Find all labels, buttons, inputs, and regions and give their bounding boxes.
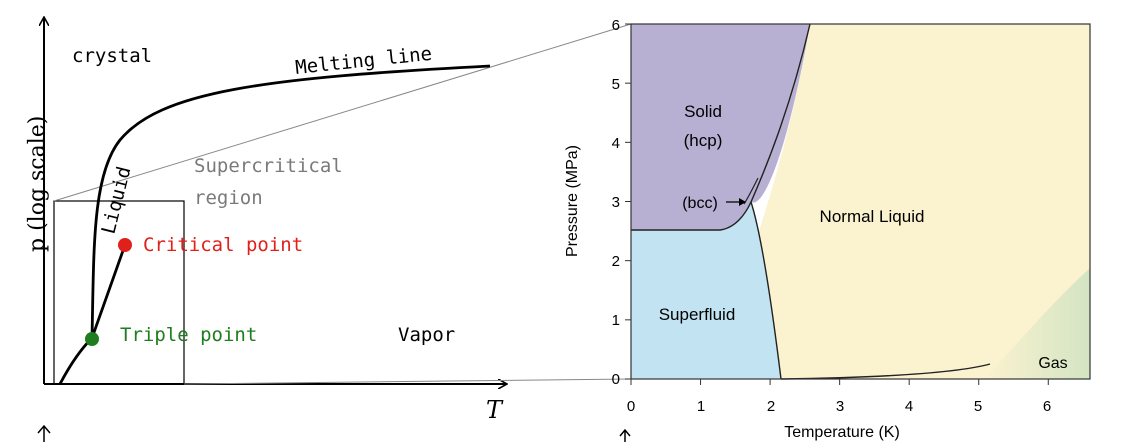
vapor-label: Vapor xyxy=(398,324,455,346)
lambda-line xyxy=(750,201,782,380)
critical-point-label: Critical point xyxy=(143,234,303,256)
gas-label: Gas xyxy=(1038,355,1067,372)
y-tick-label: 4 xyxy=(612,135,620,152)
y-tick-label: 5 xyxy=(612,76,620,93)
x-tick-label: 1 xyxy=(697,398,705,415)
normal-liquid-region xyxy=(758,24,1090,379)
superfluid-region xyxy=(631,202,781,379)
y-tick-label: 6 xyxy=(612,17,620,34)
x-tick-label: 4 xyxy=(905,398,913,415)
bottom-arrow-tip-right xyxy=(619,428,631,442)
gas-overlay xyxy=(985,268,1090,379)
zoom-connector-top xyxy=(53,23,632,202)
y-axis-label: p (log scale) xyxy=(25,116,50,252)
x-tick-label: 2 xyxy=(767,398,775,415)
y-tick-label: 1 xyxy=(612,312,620,329)
helium-phase-diagram: 0 1 2 3 4 5 6 0 1 2 3 4 5 6 Pressure (MP… xyxy=(564,17,1091,441)
bottom-arrow-tip-left xyxy=(37,424,51,442)
x-tick-label: 3 xyxy=(836,398,844,415)
x-tick-marks xyxy=(630,379,1049,385)
x-axis-label: Temperature (K) xyxy=(784,424,900,441)
solid-label: Solid xyxy=(684,102,722,121)
x-tick-label: 6 xyxy=(1043,398,1051,415)
zoom-connector-bottom xyxy=(183,378,632,385)
solid-hcp-region xyxy=(631,24,810,230)
y-tick-marks xyxy=(625,23,631,380)
normal-liquid-label: Normal Liquid xyxy=(820,207,925,226)
melting-line xyxy=(90,64,491,339)
y-tick-label: 0 xyxy=(612,371,620,388)
y-tick-label: 2 xyxy=(612,253,620,270)
critical-point-marker xyxy=(118,238,132,252)
x-axis-label: T xyxy=(486,396,504,424)
bcc-pointer-head xyxy=(739,198,746,206)
x-tick-label: 0 xyxy=(627,398,635,415)
supercritical-label-line2: region xyxy=(194,187,263,209)
x-tick-label: 5 xyxy=(974,398,982,415)
zoom-box xyxy=(53,200,185,385)
y-axis-label: Pressure (MPa) xyxy=(564,145,581,257)
triple-point-label: Triple point xyxy=(120,324,257,346)
generic-phase-diagram: p (log scale) T crystal Melting line Liq… xyxy=(25,18,632,442)
melting-boundary xyxy=(631,23,811,231)
superfluid-label: Superfluid xyxy=(659,305,736,324)
y-tick-label: 3 xyxy=(612,194,620,211)
bcc-label: (bcc) xyxy=(682,195,718,212)
hcp-label: (hcp) xyxy=(684,131,723,150)
supercritical-label-line1: Supercritical xyxy=(194,155,343,177)
triple-point-marker xyxy=(85,332,99,346)
crystal-label: crystal xyxy=(72,45,152,67)
